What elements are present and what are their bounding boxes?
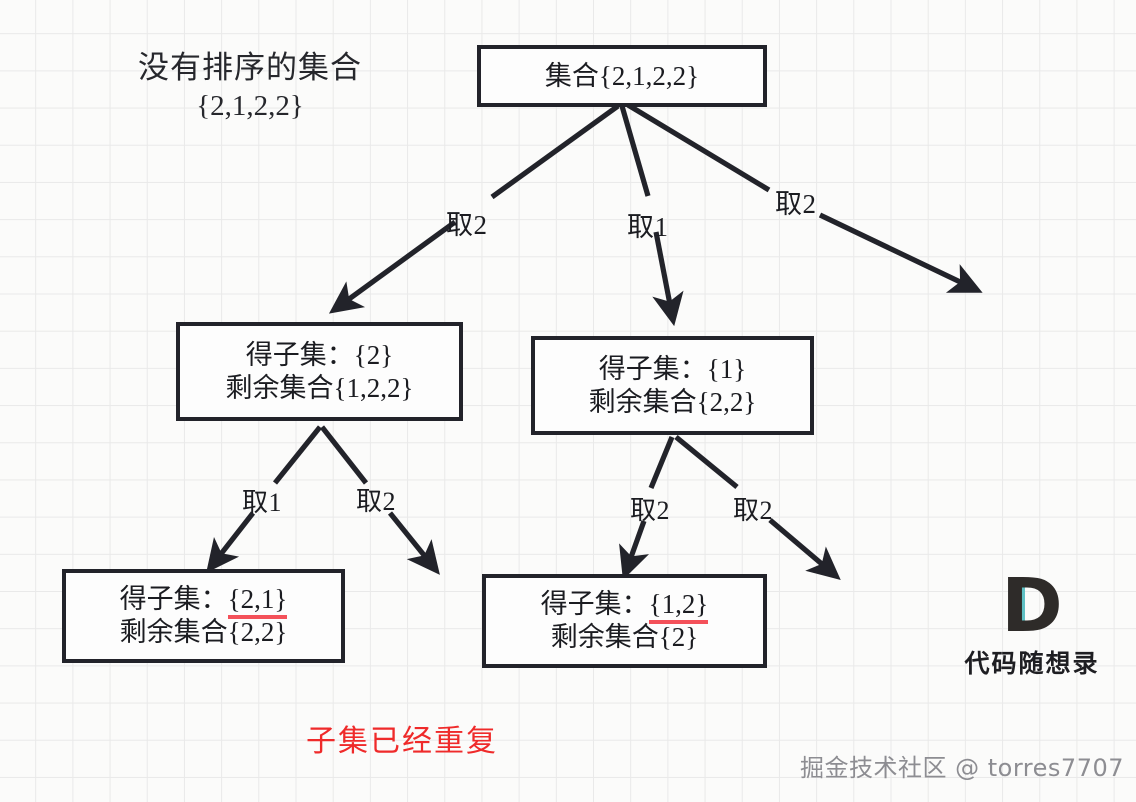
node-left-leaf-line-1: 得子集：{2,1} [119, 583, 288, 620]
edge-root-to-left-upper [490, 103, 620, 200]
brand-accent-bar [1010, 587, 1025, 629]
edge-label-root-to-middle: 取1 [627, 212, 669, 242]
edge-root-to-left-lower [328, 219, 457, 314]
watermark-text: 掘金技术社区 @ torres7707 [800, 754, 1124, 782]
edge-label-leftmid-to-free: 取2 [356, 487, 397, 516]
edge-root-to-middle-lower [652, 231, 684, 327]
edge-rightmid-to-free-upper [674, 434, 739, 490]
edge-label-root-to-left: 取2 [446, 210, 488, 240]
title-line-2: {2,1,2,2} [196, 89, 304, 122]
node-right-leaf-line-1: 得子集：{1,2} [540, 588, 709, 625]
edge-rightmid-to-leaf-lower [619, 520, 650, 580]
title-line-1: 没有排序的集合 [138, 50, 362, 85]
edge-leftmid-to-leaf-upper [272, 425, 323, 485]
brand-letter-d: D [1001, 563, 1063, 649]
node-left-leaf-line-2: 剩余集合{2,2} [119, 617, 288, 647]
node-right-leaf-line-2: 剩余集合{2} [550, 622, 699, 652]
node-left-leaf-prefix: 得子集： [119, 584, 228, 615]
node-left-mid-line-1: 得子集：{2} [245, 339, 394, 370]
edge-label-root-to-right: 取2 [775, 189, 817, 219]
node-left-mid-line-2: 剩余集合{1,2,2} [225, 372, 414, 403]
edge-rightmid-to-free-lower [768, 518, 841, 581]
edge-label-rightmid-to-leaf: 取2 [630, 496, 671, 525]
node-left-mid: 得子集：{2} 剩余集合{1,2,2} [176, 322, 463, 421]
node-right-leaf-prefix: 得子集： [540, 589, 649, 620]
edge-root-to-middle-upper [619, 105, 651, 197]
node-right-mid: 得子集：{1} 剩余集合{2,2} [531, 336, 814, 435]
node-right-mid-line-2: 剩余集合{2,2} [588, 386, 757, 417]
node-root: 集合{2,1,2,2} [477, 45, 767, 107]
edge-label-leftmid-to-leaf: 取1 [242, 488, 283, 517]
edge-leftmid-to-leaf-lower [206, 511, 256, 573]
edge-root-to-right-upper [626, 102, 771, 193]
node-left-leaf-subset: {2,1} [227, 584, 288, 620]
node-right-leaf-subset: {1,2} [648, 589, 709, 625]
edge-leftmid-to-free-lower [387, 511, 440, 575]
edge-root-to-right-lower [818, 212, 983, 293]
node-right-mid-line-1: 得子集：{1} [598, 353, 747, 384]
brand-logo: D 代码随想录 [944, 563, 1120, 680]
edge-rightmid-to-leaf-upper [648, 436, 675, 489]
brand-name-label: 代码随想录 [964, 649, 1100, 678]
node-right-leaf: 得子集：{1,2} 剩余集合{2} [482, 574, 767, 668]
diagram-title: 没有排序的集合 {2,1,2,2} [126, 48, 374, 125]
node-root-line-1: 集合{2,1,2,2} [544, 60, 700, 91]
edge-label-rightmid-to-free: 取2 [733, 496, 774, 525]
duplicate-subset-note: 子集已经重复 [306, 725, 498, 758]
edge-leftmid-to-free-upper [319, 425, 369, 485]
node-left-leaf: 得子集：{2,1} 剩余集合{2,2} [62, 569, 345, 663]
brand-d-mark: D [944, 563, 1120, 649]
